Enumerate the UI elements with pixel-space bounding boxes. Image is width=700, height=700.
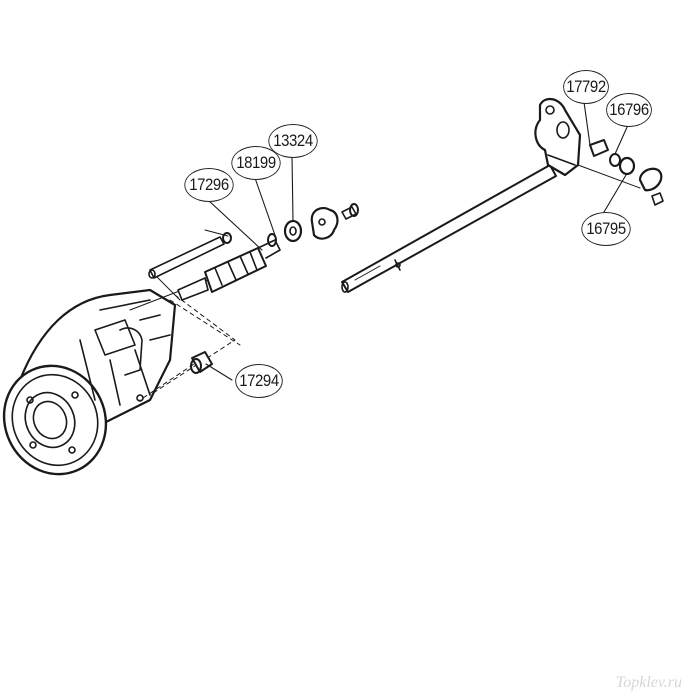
- part-label-16795: 16795: [581, 212, 631, 246]
- part-label-18199: 18199: [231, 146, 281, 180]
- part-label-17296: 17296: [184, 168, 234, 202]
- part-label-13324: 13324: [268, 124, 318, 158]
- oscillating-yoke-part: [534, 97, 582, 177]
- pin-part: [148, 232, 232, 279]
- worm-shaft-part: [177, 219, 303, 301]
- part-label-17792: 17792: [563, 70, 609, 104]
- bushing-part: [190, 351, 213, 374]
- retainer-plate-part: [310, 203, 359, 240]
- part-label-16796: 16796: [606, 93, 652, 127]
- callout-leader-lines: [205, 101, 629, 381]
- watermark: Topklev.ru: [615, 674, 682, 691]
- slider-parts: [577, 139, 664, 206]
- gearbox-housing: [2, 288, 177, 476]
- part-label-17294: 17294: [235, 364, 283, 398]
- assembly-guide-lines: [139, 294, 241, 401]
- main-shaft-part: [341, 164, 557, 293]
